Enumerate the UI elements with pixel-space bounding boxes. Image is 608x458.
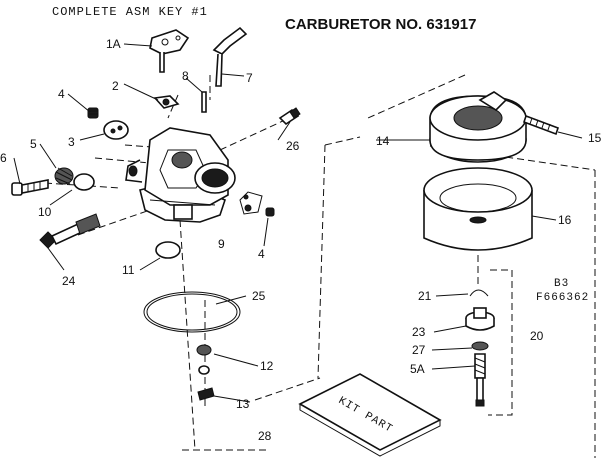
callout-28: 28 bbox=[258, 429, 272, 443]
needle-spring-part bbox=[54, 167, 74, 185]
callout-15: 15 bbox=[588, 131, 602, 145]
washer-part bbox=[471, 341, 489, 351]
callout-5: 5 bbox=[30, 137, 37, 151]
callout-20: 20 bbox=[530, 329, 544, 343]
callout-4-bottom: 4 bbox=[258, 247, 265, 261]
callout-16: 16 bbox=[558, 213, 572, 227]
needle-screw-part bbox=[11, 179, 49, 196]
callout-14: 14 bbox=[376, 134, 390, 148]
air-cleaner-adapter-part bbox=[429, 91, 527, 163]
main-jet-needle-part bbox=[39, 213, 101, 249]
bowl-gasket-part bbox=[143, 291, 241, 333]
callout-26: 26 bbox=[286, 139, 300, 153]
callout-9: 9 bbox=[218, 237, 225, 251]
assembly-dashed-lines bbox=[44, 74, 596, 458]
clip-part bbox=[469, 289, 489, 297]
callout-5A: 5A bbox=[410, 362, 425, 376]
callout-23: 23 bbox=[412, 325, 426, 339]
seat-part bbox=[265, 207, 275, 217]
callout-8: 8 bbox=[182, 69, 189, 83]
callout-6: 6 bbox=[0, 151, 7, 165]
leader-lines bbox=[13, 43, 583, 403]
bowl-nut-part bbox=[465, 307, 495, 331]
callout-1A: 1A bbox=[106, 37, 121, 51]
spring-part bbox=[87, 107, 99, 119]
carburetor-body bbox=[125, 127, 236, 223]
callout-7: 7 bbox=[246, 71, 253, 85]
callout-27: 27 bbox=[412, 343, 426, 357]
gasket-bits-part bbox=[196, 344, 215, 401]
callout-12: 12 bbox=[260, 359, 274, 373]
float-bowl-part bbox=[423, 167, 533, 251]
pin-part bbox=[201, 91, 207, 113]
complete-asm-key-title: COMPLETE ASM KEY #1 bbox=[52, 5, 208, 19]
callout-13: 13 bbox=[236, 397, 250, 411]
inlet-needle-part bbox=[239, 191, 263, 215]
choke-lever-part bbox=[212, 26, 248, 87]
callout-2: 2 bbox=[112, 79, 119, 93]
jet-spring-part bbox=[474, 353, 486, 407]
welch-plug-part bbox=[155, 241, 181, 259]
callout-24: 24 bbox=[62, 274, 76, 288]
callout-11: 11 bbox=[122, 263, 135, 277]
carburetor-number-title: CARBURETOR NO. 631917 bbox=[285, 16, 476, 33]
throttle-clip-part bbox=[153, 95, 180, 109]
callout-10: 10 bbox=[38, 205, 52, 219]
callout-3: 3 bbox=[68, 135, 75, 149]
throttle-plate-part bbox=[103, 120, 129, 140]
callout-21: 21 bbox=[418, 289, 432, 303]
gasket-kit-part: KIT PART bbox=[298, 373, 442, 457]
code-b3: B3 bbox=[554, 278, 569, 290]
callout-25: 25 bbox=[252, 289, 266, 303]
callout-4-top: 4 bbox=[58, 87, 65, 101]
idle-screw-part bbox=[278, 107, 301, 126]
adapter-screw-part bbox=[522, 114, 560, 136]
o-ring-part bbox=[73, 173, 95, 191]
code-f-number: F666362 bbox=[536, 292, 589, 304]
throttle-lever-part bbox=[149, 29, 190, 73]
callout-labels: 1A 2 3 4 4 5 5A 6 7 8 9 10 11 12 13 14 1… bbox=[0, 37, 602, 443]
